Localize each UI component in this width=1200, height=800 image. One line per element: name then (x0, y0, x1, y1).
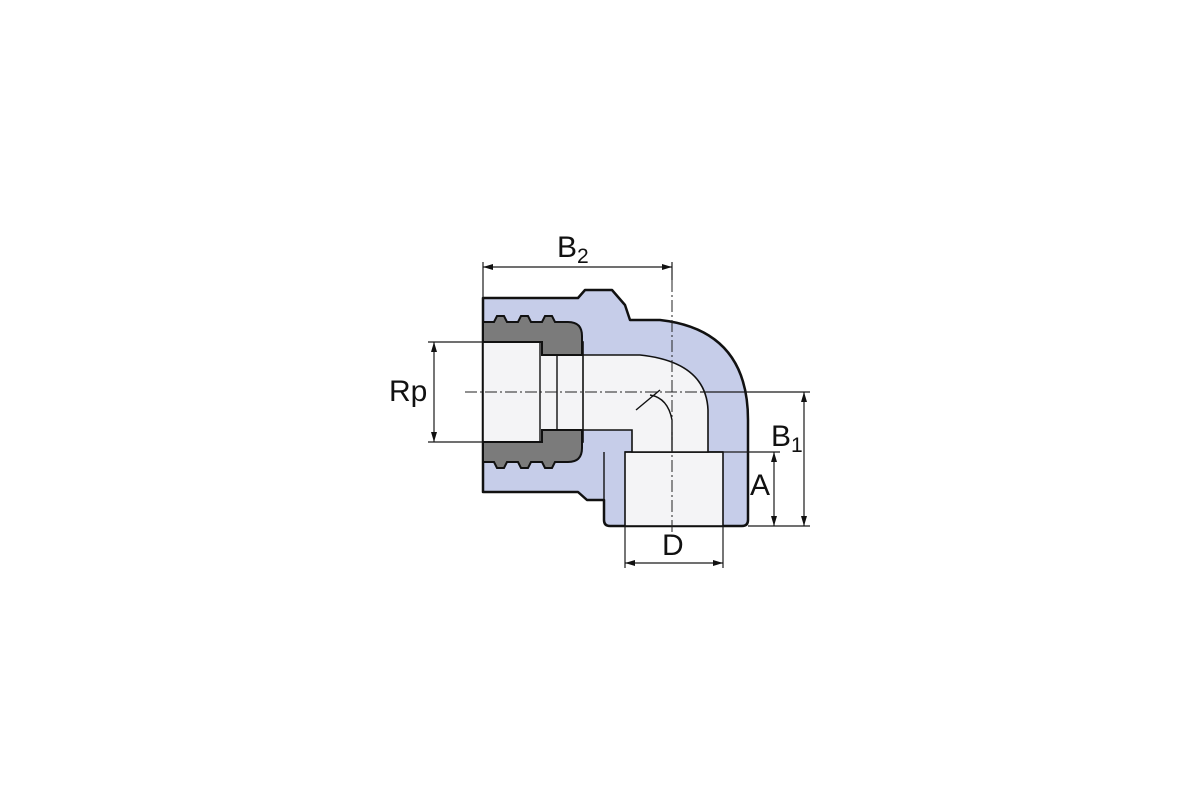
label-rp: Rp (389, 375, 427, 408)
dimension-lines (428, 262, 810, 568)
metal-insert-lower (482, 429, 583, 469)
inner-flow-channel (581, 354, 709, 453)
center-lines (465, 280, 700, 540)
label-d: D (662, 529, 684, 562)
metal-insert-upper (482, 315, 583, 356)
female-thread-bore (624, 451, 724, 527)
label-b1: B1 (771, 420, 803, 457)
label-b2: B2 (557, 231, 589, 268)
label-a: A (750, 469, 770, 502)
fitting-body (481, 288, 750, 528)
dimension-labels: B2 Rp B1 A D (389, 231, 803, 562)
